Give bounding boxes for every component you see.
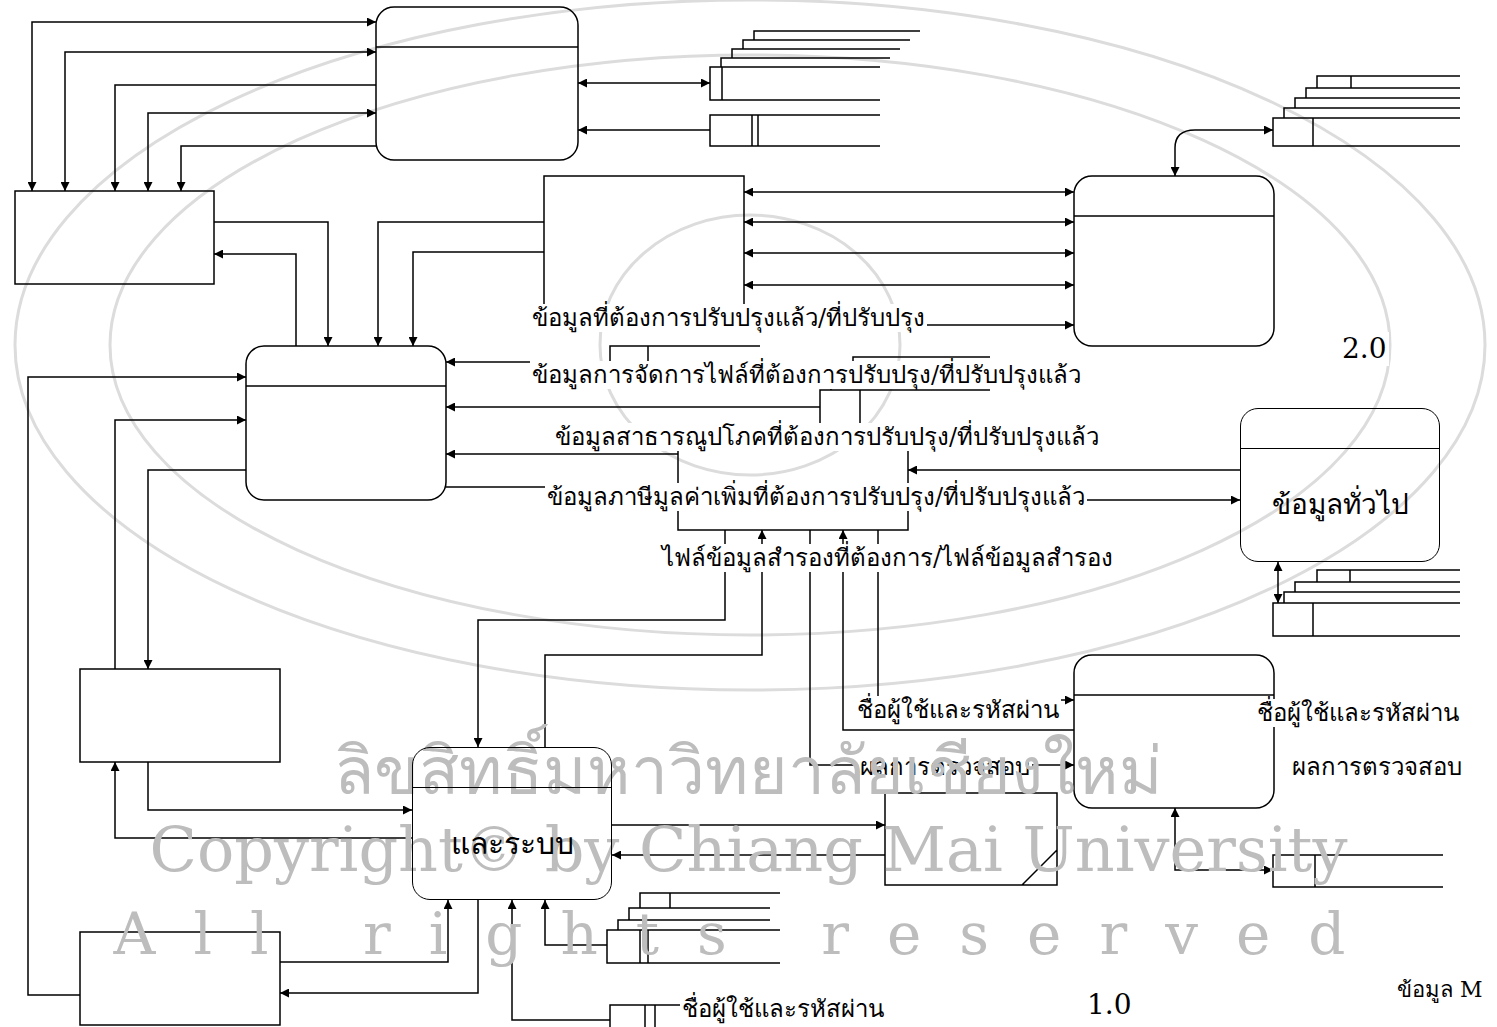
process-body: และระบบ xyxy=(413,788,611,899)
flow-line xyxy=(148,470,246,669)
flow-label: 1.0 xyxy=(1085,988,1134,1022)
flow-label: ไฟล์ข้อมูลสำรองที่ต้องการ/ไฟล์ข้อมูลสำรอ… xyxy=(660,544,1115,573)
flow-label: ข้อมูลสาธารณูปโภคที่ต้องการปรับปรุง/ที่ป… xyxy=(553,423,1101,452)
flow-line xyxy=(744,284,1074,286)
process-box xyxy=(246,346,446,500)
flow-label: ข้อมูลที่ต้องการปรับปรุงแล้ว/ที่ปรับปรุง xyxy=(530,304,927,333)
flow-line xyxy=(214,254,296,346)
flow-label: ชื่อผู้ใช้และรหัสผ่าน xyxy=(855,696,1061,725)
flow-line xyxy=(115,85,376,191)
empty-shapes xyxy=(15,7,1460,1027)
data-store xyxy=(1273,76,1460,146)
flow-label: ผลการตรวจสอบ xyxy=(1290,753,1464,782)
entity-box xyxy=(80,669,280,762)
header-divider xyxy=(413,748,611,788)
flow-label: ข้อมูลภาษีมูลค่าเพิ่มที่ต้องการปรับปรุง/… xyxy=(545,483,1087,512)
process-box: และระบบ xyxy=(412,747,612,900)
flow-line xyxy=(744,221,1074,223)
flow-line xyxy=(446,453,678,455)
flow-line xyxy=(744,252,1074,254)
flow-line xyxy=(413,252,544,346)
entity-box xyxy=(15,191,214,284)
flow-line xyxy=(214,222,328,346)
watermark-seal xyxy=(15,0,1485,690)
process-box xyxy=(376,7,578,160)
process-body: ข้อมูลทั่วไป xyxy=(1241,449,1439,561)
flow-line xyxy=(32,22,376,191)
flow-line xyxy=(65,52,376,191)
data-store xyxy=(710,115,880,146)
flow-label: 2.0 xyxy=(1340,332,1389,366)
process-label: ข้อมูลทั่วไป xyxy=(1272,488,1409,522)
data-store xyxy=(710,31,920,100)
process-box xyxy=(1074,176,1274,346)
flow-label: ข้อมูล M xyxy=(1395,977,1485,1003)
process-label: และระบบ xyxy=(451,826,574,862)
flow-label: ข้อมูลการจัดการไฟล์ที่ต้องการปรับปรุง/ที… xyxy=(530,361,1083,390)
flow-line xyxy=(578,129,710,131)
header-divider xyxy=(246,385,446,387)
flow-line xyxy=(1175,130,1273,176)
flow-line xyxy=(115,420,246,669)
header-divider xyxy=(1074,215,1274,217)
flow-label: ชื่อผู้ใช้และรหัสผ่าน xyxy=(1255,699,1461,728)
header-divider xyxy=(1241,409,1439,449)
process-box: ข้อมูลทั่วไป xyxy=(1240,408,1440,562)
header-divider xyxy=(1074,694,1274,696)
flow-line xyxy=(578,82,710,84)
flow-label: ชื่อผู้ใช้และรหัสผ่าน xyxy=(680,995,886,1024)
flow-line xyxy=(1277,562,1279,603)
watermark-text: All rights reserved xyxy=(114,903,1384,967)
flow-line xyxy=(148,113,376,191)
header-divider xyxy=(376,46,578,48)
flow-line xyxy=(744,191,1074,193)
flow-line xyxy=(908,469,1240,471)
flow-line xyxy=(181,146,376,191)
watermark-text: Copyright© by Chiang Mai University xyxy=(149,816,1347,884)
flow-line xyxy=(378,222,544,346)
data-store xyxy=(1273,570,1460,636)
flow-line xyxy=(446,406,820,408)
